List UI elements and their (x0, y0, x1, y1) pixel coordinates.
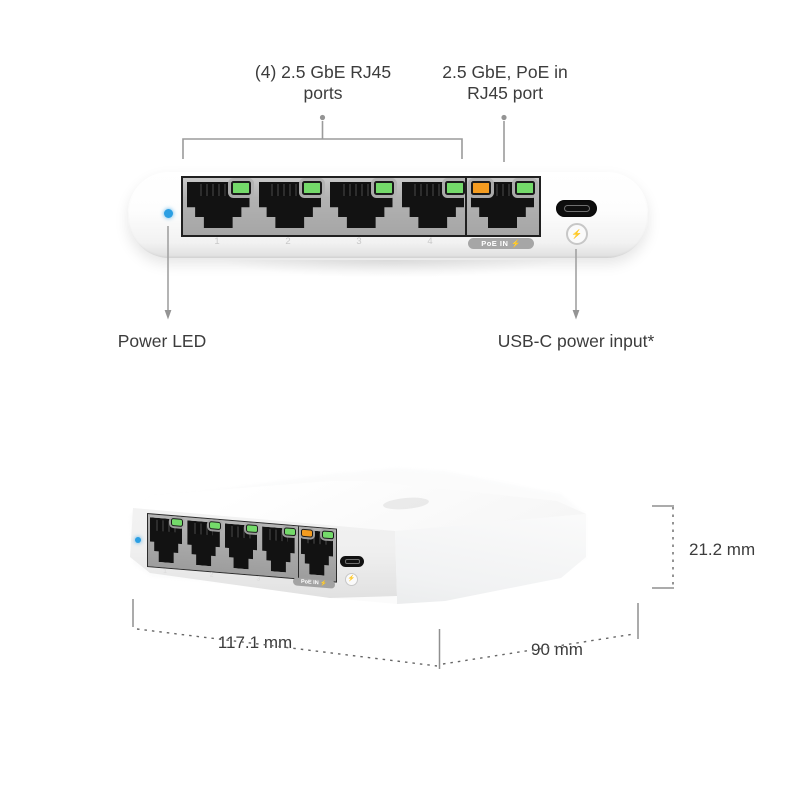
rj45-port-2 (185, 517, 222, 572)
poe-callout-dot (501, 114, 507, 121)
port-number-4: 4 (427, 236, 433, 247)
dimension-height-label: 21.2 mm (684, 540, 784, 560)
lightning-icon: ⚡ (345, 573, 358, 586)
power-led (135, 537, 141, 543)
front-device-shadow (140, 260, 640, 306)
usb-c-connector-icon (563, 205, 590, 212)
rj45-port-2 (255, 178, 327, 235)
rj45-port-poe (465, 176, 541, 237)
dimension-height (652, 505, 674, 589)
poe-callout-line1: 2.5 GbE, PoE in (442, 62, 568, 82)
power-led-arrow-icon (164, 310, 172, 320)
ports-bracket (182, 121, 463, 159)
poe-callout-label: 2.5 GbE, PoE in RJ45 port (398, 62, 612, 104)
link-led-green (322, 530, 335, 540)
dimension-width-label: 117.1 mm (196, 633, 314, 653)
link-led-green (208, 521, 221, 531)
usb-c-port (340, 556, 364, 567)
link-led-green (515, 181, 535, 195)
ports-callout-line1: (4) 2.5 GbE RJ45 (254, 62, 392, 82)
rj45-port-4 (260, 523, 297, 578)
rj45-port-4 (398, 178, 470, 235)
rj45-port-1 (148, 514, 185, 569)
rj45-port-1 (183, 178, 255, 235)
switch-perspective-view: 1 2 3 4 PoE IN ⚡ ⚡ (125, 475, 595, 615)
link-led-green (373, 181, 394, 195)
poe-in-badge: PoE IN ⚡ (468, 238, 534, 249)
power-led-label: Power LED (117, 331, 207, 351)
rj45-port-group (181, 176, 471, 237)
link-led-green (302, 181, 322, 195)
port-number-3: 3 (356, 236, 362, 247)
link-led-green (246, 524, 259, 534)
link-led-green (283, 527, 296, 537)
poe-led-orange (300, 528, 313, 538)
port-number-1: 1 (214, 236, 220, 247)
ports-callout-line2: ports (303, 83, 343, 103)
rj45-port-5 (297, 526, 337, 582)
ports-callout-label: (4) 2.5 GbE RJ45 ports (213, 62, 433, 104)
usb-arrow-icon (572, 310, 580, 320)
rj45-port-3 (326, 178, 398, 235)
rj45-port-3 (223, 520, 260, 575)
bracket-stem-dot (319, 114, 326, 121)
power-led (164, 209, 173, 218)
lightning-icon: ⚡ (566, 223, 588, 245)
usb-c-port (556, 200, 597, 217)
usb-power-label: USB-C power input* (497, 331, 655, 351)
port-number-2: 2 (285, 236, 291, 247)
link-led-green (445, 181, 465, 195)
poe-callout-line2: RJ45 port (467, 83, 543, 103)
link-led-green (171, 518, 184, 527)
poe-led-orange (471, 181, 491, 195)
port-number-1: 1 (163, 567, 167, 575)
link-led-green (230, 181, 251, 195)
bracket-line (182, 138, 463, 159)
reflection-fade (95, 594, 635, 744)
rj45-port-5 (467, 178, 539, 235)
switch-front-view: 1 2 3 4 PoE IN ⚡ ⚡ (128, 172, 648, 258)
usb-c-connector-icon (344, 559, 360, 564)
dimension-depth-label: 90 mm (508, 640, 606, 660)
